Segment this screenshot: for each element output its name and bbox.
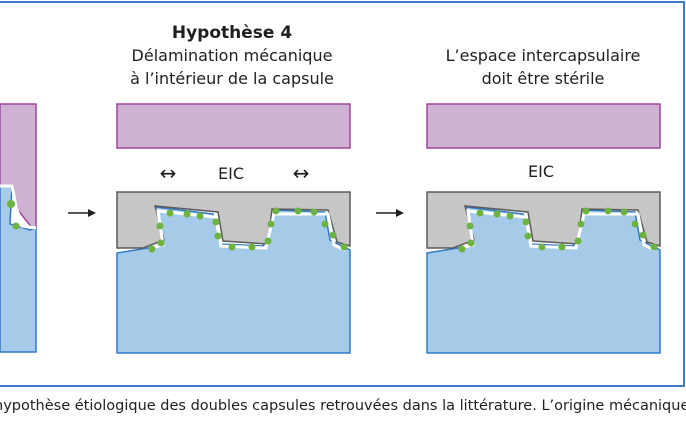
middle-subtitle-line1: Délamination mécanique [132, 46, 333, 65]
right-title-line2: doit être stérile [482, 69, 605, 88]
caption-text: hypothèse étiologique des doubles capsul… [0, 398, 686, 414]
right-outer-capsule [426, 103, 661, 149]
middle-subtitle-line2: à l’intérieur de la capsule [130, 69, 334, 88]
flow-arrow-2 [376, 209, 404, 217]
frame-border [0, 1, 685, 387]
left-white-line [0, 184, 37, 230]
right-inner-capsule [426, 191, 661, 249]
middle-eic-label: EIC [218, 164, 244, 183]
right-title-line1: L’espace intercapsulaire [446, 46, 641, 65]
left-dot [7, 200, 15, 208]
middle-dots [148, 207, 348, 253]
right-dots [458, 207, 658, 253]
panel-middle: Hypothèse 4 Délamination mécanique à l’i… [116, 23, 351, 354]
middle-heading: Hypothèse 4 [172, 23, 292, 43]
figure-frame: Hypothèse 4 Délamination mécanique à l’i… [0, 1, 685, 387]
middle-inner-capsule [116, 191, 351, 249]
panel-left-cropped [0, 103, 37, 353]
panel-right: L’espace intercapsulaire doit être stéri… [426, 46, 661, 354]
middle-arrow-right: ↔ [293, 161, 310, 185]
right-eic-label: EIC [528, 162, 554, 181]
figure-caption: hypothèse étiologique des doubles capsul… [0, 394, 686, 424]
middle-arrow-left: ↔ [160, 161, 177, 185]
left-dot [12, 222, 20, 230]
middle-outer-capsule [116, 103, 351, 149]
flow-arrow-1 [68, 209, 96, 217]
